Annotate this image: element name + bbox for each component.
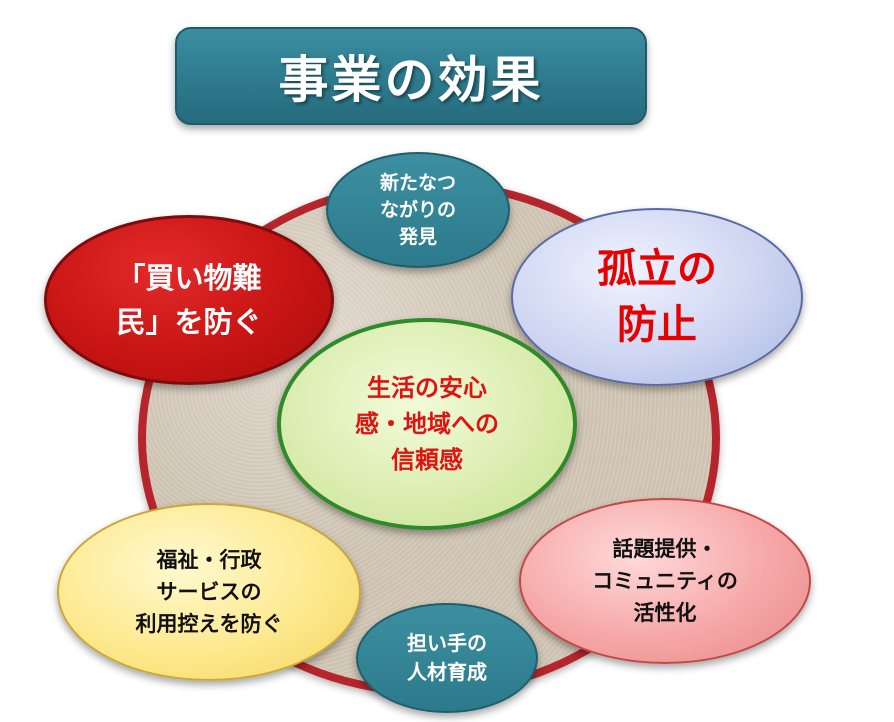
node-isolation-prevention-line-2: 防止 <box>617 302 697 348</box>
node-center-security-trust: 生活の安心 感・地域への 信頼感 <box>277 318 577 530</box>
node-new-connections-line-3: 発見 <box>398 225 437 248</box>
node-welfare-services-line-3: 利用控えを防ぐ <box>135 612 283 636</box>
node-shopping-refugees-line-2: 民」を防ぐ <box>116 305 262 339</box>
node-community-activation: 話題提供・ コミュニティの 活性化 <box>519 498 811 664</box>
node-welfare-services-line-1: 福祉・行政 <box>156 548 262 572</box>
node-human-resources-line-1: 担い手の <box>407 631 487 655</box>
node-welfare-services: 福祉・行政 サービスの 利用控えを防ぐ <box>57 503 361 681</box>
node-shopping-refugees-line-1: 「買い物難 <box>116 261 262 295</box>
node-shopping-refugees: 「買い物難 民」を防ぐ <box>44 215 334 385</box>
node-center-line-1: 生活の安心 <box>367 374 487 402</box>
node-new-connections-line-2: ながりの <box>379 198 456 221</box>
node-human-resources-line-2: 人材育成 <box>407 660 487 684</box>
node-new-connections: 新たなつ ながりの 発見 <box>326 152 510 268</box>
node-community-activation-line-2: コミュニティの <box>592 569 738 593</box>
node-new-connections-line-1: 新たなつ <box>379 171 456 194</box>
node-welfare-services-line-2: サービスの <box>156 580 262 604</box>
node-center-line-3: 信頼感 <box>391 446 463 474</box>
node-center-line-2: 感・地域への <box>355 410 499 438</box>
node-human-resources: 担い手の 人材育成 <box>356 603 538 713</box>
node-isolation-prevention-line-1: 孤立の <box>597 246 717 292</box>
node-community-activation-line-3: 活性化 <box>633 601 697 625</box>
title-banner: 事業の効果 <box>175 27 647 125</box>
diagram-title: 事業の効果 <box>278 51 544 109</box>
node-isolation-prevention: 孤立の 防止 <box>511 208 803 386</box>
node-community-activation-line-1: 話題提供・ <box>612 537 718 561</box>
